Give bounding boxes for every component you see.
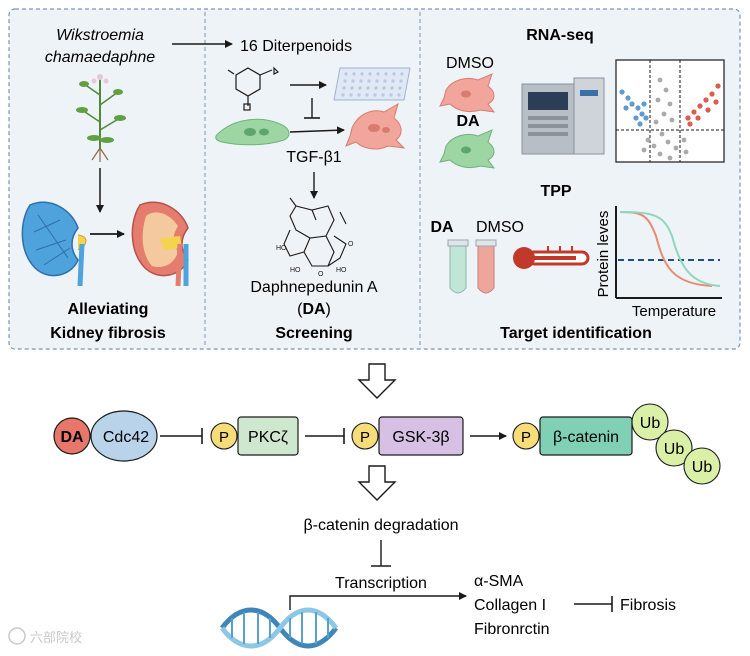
panel3-title: Target identification bbox=[500, 325, 652, 342]
da-tube-icon bbox=[447, 239, 469, 294]
tpp-title: TPP bbox=[540, 183, 571, 200]
ub-node-1 bbox=[631, 403, 669, 441]
da-cell-icon bbox=[439, 129, 496, 169]
gene-asma: α-SMA bbox=[474, 573, 524, 590]
thermometer-icon bbox=[513, 246, 590, 269]
watermark: 六部院校 bbox=[8, 627, 82, 645]
watermark-logo-icon bbox=[8, 627, 26, 645]
volcano-plot-icon bbox=[615, 59, 725, 163]
down-hollow-arrow-2 bbox=[357, 465, 397, 501]
gene-collagen: Collagen I bbox=[474, 597, 546, 614]
da-node bbox=[53, 417, 91, 455]
gsk-phospho bbox=[351, 422, 379, 450]
melting-curve-icon bbox=[615, 206, 722, 299]
plot-y-label: Protein leves bbox=[595, 211, 612, 298]
tube-dmso-label: DMSO bbox=[476, 219, 524, 236]
rnaseq-dmso-label: DMSO bbox=[446, 55, 494, 72]
healthy-kidney-icon bbox=[131, 201, 189, 287]
ub-node-2 bbox=[655, 429, 693, 467]
down-hollow-arrow-1 bbox=[357, 363, 397, 399]
panel2-title: Screening bbox=[275, 325, 352, 342]
cdc42-node bbox=[90, 410, 158, 462]
species-name-line2: chamaedaphne bbox=[45, 49, 155, 66]
panel-screening: 16 Diterpenoids bbox=[172, 38, 411, 342]
tgf-label: TGF-β1 bbox=[286, 149, 342, 166]
chemical-structure-icon bbox=[283, 197, 347, 267]
chemical-atom-labels: HO HO O HO O bbox=[276, 241, 354, 278]
rnaseq-title: RNA-seq bbox=[526, 27, 594, 44]
fibrotic-kidney-icon bbox=[21, 201, 87, 287]
fibrosis-label: Fibrosis bbox=[620, 597, 676, 614]
molecule-icon bbox=[227, 66, 280, 111]
pathway-row: DA Cdc42 P PKCζ P GSK-3β P β-catenin Ub … bbox=[53, 403, 721, 485]
ub-label-2: Ub bbox=[664, 441, 685, 458]
gsk-label: GSK-3β bbox=[392, 429, 449, 446]
bcatenin-node bbox=[539, 416, 633, 456]
species-name-line1: Wikstroemia bbox=[56, 27, 144, 44]
cdc42-label: Cdc42 bbox=[103, 429, 149, 446]
watermark-text: 六部院校 bbox=[30, 630, 82, 645]
panel1-title-line2: Kidney fibrosis bbox=[50, 325, 166, 342]
activated-fibroblast-icon bbox=[345, 102, 406, 150]
bcatenin-phospho bbox=[512, 422, 540, 450]
well-plate-icon bbox=[333, 67, 411, 101]
transcription-arrow bbox=[289, 592, 467, 610]
cell-activation-arrow bbox=[289, 126, 345, 135]
pkc-phospho-label: P bbox=[219, 429, 229, 446]
bcatenin-phospho-label: P bbox=[521, 429, 531, 446]
rnaseq-da-label: DA bbox=[456, 113, 480, 130]
panel-target-id: RNA-seq DMSO DA bbox=[430, 27, 725, 342]
pkc-label: PKCζ bbox=[248, 429, 288, 446]
svg-text:HO: HO bbox=[290, 267, 301, 274]
fibroblast-icon bbox=[215, 118, 290, 146]
svg-text:O: O bbox=[318, 271, 324, 278]
plant-icon bbox=[76, 74, 126, 162]
svg-text:HO: HO bbox=[336, 267, 347, 274]
compound-abbreviation: (DA) bbox=[297, 301, 331, 318]
gsk-phospho-label: P bbox=[360, 429, 370, 446]
plot-x-label: Temperature bbox=[632, 303, 716, 320]
ub-node-3 bbox=[683, 447, 721, 485]
svg-text:HO: HO bbox=[276, 245, 287, 252]
diterpenoids-label: 16 Diterpenoids bbox=[240, 38, 352, 55]
gsk-node bbox=[378, 416, 464, 456]
sequencer-icon bbox=[521, 77, 605, 155]
ub-label-3: Ub bbox=[692, 459, 713, 476]
tube-da-label: DA bbox=[430, 219, 454, 236]
pkc-phospho bbox=[210, 422, 238, 450]
svg-text:O: O bbox=[348, 241, 354, 248]
transcription-label: Transcription bbox=[335, 575, 427, 592]
da-node-label: DA bbox=[60, 429, 84, 446]
pkc-node bbox=[237, 416, 299, 456]
degradation-label: β-catenin degradation bbox=[303, 517, 458, 534]
bcatenin-label: β-catenin bbox=[553, 429, 619, 446]
dmso-tube-icon bbox=[475, 239, 497, 294]
dmso-cell-icon bbox=[439, 73, 496, 113]
gene-fibronectin: Fibronrctin bbox=[474, 621, 550, 638]
compound-name: Daphnepedunin A bbox=[250, 279, 378, 296]
ub-label-1: Ub bbox=[640, 415, 661, 432]
dna-icon bbox=[220, 607, 338, 649]
panel1-title-line1: Alleviating bbox=[68, 301, 149, 318]
panel-source: Wikstroemia chamaedaphne bbox=[21, 27, 189, 342]
